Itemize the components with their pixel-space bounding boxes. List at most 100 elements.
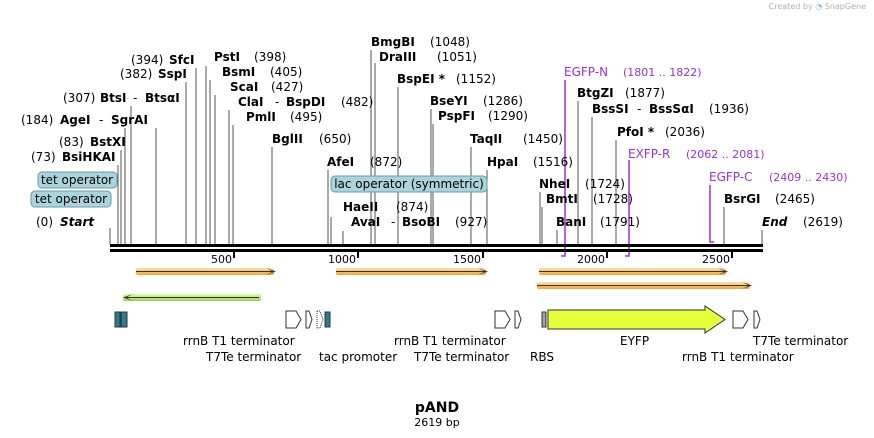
terminator-arrow-icon — [494, 310, 511, 329]
site-bstxi-pos: (83) — [59, 135, 84, 149]
site-pspfi: PspFI — [438, 109, 475, 123]
site-bseyi-pos: (1286) — [483, 94, 523, 108]
site-bglii: BglII — [272, 132, 303, 146]
site-bspei: BspEI * — [397, 72, 446, 86]
feature-label-t7te: T7Te terminator — [752, 334, 848, 348]
site-agei-dash: - — [99, 113, 103, 127]
site-afei: AfeI — [327, 155, 354, 169]
lac-operator-box — [330, 175, 488, 193]
site-end: End — [762, 215, 788, 229]
terminator-arrow-icon — [753, 310, 761, 329]
site-pmli-pos: (495) — [290, 110, 322, 124]
site-draiii: DraIII — [379, 50, 416, 64]
site-clai-pos: (482) — [341, 95, 373, 109]
terminator-arrow-icon — [732, 310, 749, 329]
site-btgzi: BtgZI — [577, 86, 614, 100]
site-avai-pos: (927) — [455, 215, 487, 229]
site-bspei-pos: (1152) — [456, 72, 496, 86]
site-bsssi-pos: (1936) — [709, 102, 749, 116]
site-sspi-pos: (382) — [120, 67, 152, 81]
site-bsobi: BsoBI — [402, 215, 440, 229]
site-end-pos: (2619) — [803, 215, 843, 229]
site-pspfi-pos: (1290) — [488, 109, 528, 123]
site-bmgbi: BmgBI — [371, 35, 415, 49]
primer-egfp-n-range: (1801 .. 1822) — [623, 66, 702, 79]
site-psti-pos: (398) — [254, 50, 286, 64]
watermark-brand: SnapGene — [824, 2, 866, 11]
feature-label-rrnb-t1: rrnB T1 terminator — [682, 350, 794, 364]
site-haeii: HaeII — [343, 200, 378, 214]
rbs-marker — [541, 311, 547, 328]
site-bani: BanI — [556, 215, 586, 229]
site-taqii: TaqII — [470, 132, 502, 146]
site-bsssai: BssSαI — [649, 102, 694, 116]
site-btsi: BtsI — [100, 91, 127, 105]
ruler-tick-label: 1000 — [328, 253, 356, 266]
watermark: Created by ◔ SnapGene — [769, 2, 866, 11]
site-bsssi: BssSI — [592, 102, 629, 116]
site-btsai: BtsαI — [145, 91, 180, 105]
terminator-arrow-icon — [285, 310, 302, 329]
operator-boxes: tet operator tet operator lac operator (… — [30, 171, 488, 208]
tet-operator-label: tet operator — [35, 192, 107, 206]
site-bsmi: BsmI — [222, 65, 255, 79]
feature-label-eyfp: EYFP — [620, 334, 649, 348]
site-taqii-pos: (1450) — [523, 132, 563, 146]
terminator-arrow-icon — [514, 310, 522, 329]
site-draiii-pos: (1051) — [437, 50, 477, 64]
lac-operator-label: lac operator (symmetric) — [334, 177, 484, 191]
watermark-prefix: Created by — [768, 2, 813, 11]
site-clai: ClaI — [238, 95, 263, 109]
tet-operator-label: tet operator — [41, 173, 113, 187]
site-bseyi: BseYI — [430, 94, 468, 108]
site-clai-dash: - — [275, 95, 279, 109]
site-bmti-pos: (1728) — [593, 192, 633, 206]
tet-operator-box — [37, 171, 118, 189]
site-btsi-pos: (307) — [63, 91, 95, 105]
primer-exfp-r-range: (2062 .. 2081) — [686, 148, 765, 161]
lac-operator-marker — [324, 311, 331, 328]
primer-brackets — [561, 80, 714, 257]
site-bsrgi-pos: (2465) — [775, 192, 815, 206]
feature-label-t7te: T7Te terminator — [413, 350, 509, 364]
tet-operator-box — [30, 190, 112, 208]
site-bsmi-pos: (405) — [270, 65, 302, 79]
feature-label-rrnb-t1: rrnB T1 terminator — [394, 334, 506, 348]
tet-operator-marker — [120, 311, 128, 328]
site-start-pos: (0) — [36, 215, 53, 229]
ruler: 500 1000 1500 2000 2500 — [211, 252, 733, 266]
site-bmgbi-pos: (1048) — [430, 35, 470, 49]
plasmid-size: 2619 bp — [414, 416, 459, 429]
backbone — [110, 244, 763, 252]
site-bsihkai-pos: (73) — [31, 150, 56, 164]
primer-egfp-n: EGFP-N — [564, 65, 608, 79]
site-bspdi: BspDI — [286, 95, 325, 109]
site-sspi: SspI — [158, 67, 187, 81]
site-agei: AgeI — [60, 113, 90, 127]
site-agei-pos: (184) — [21, 113, 53, 127]
site-pmli: PmlI — [246, 110, 276, 124]
snapgene-logo-icon: ◔ — [815, 2, 823, 11]
site-connector-lines — [109, 50, 763, 244]
feature-label-tac-promoter: tac promoter — [319, 350, 397, 364]
ruler-tick-label: 500 — [211, 253, 232, 266]
site-haeii-pos: (874) — [396, 200, 428, 214]
site-sfci-pos: (394) — [131, 53, 163, 67]
site-bsrgi: BsrGI — [724, 192, 761, 206]
site-avai-dash: - — [391, 215, 395, 229]
feature-glyphs — [114, 305, 761, 334]
ruler-tick-label: 2000 — [577, 253, 605, 266]
site-btgzi-pos: (1877) — [625, 86, 665, 100]
promoter-arrow-icon — [316, 310, 324, 329]
site-scai: ScaI — [230, 80, 258, 94]
eyfp-arrow — [547, 305, 726, 334]
site-pfoi: PfoI * — [617, 125, 655, 139]
site-bsssi-dash: - — [637, 102, 641, 116]
orf-arrows — [123, 268, 752, 301]
site-bsihkai: BsiHKAI — [62, 150, 116, 164]
terminator-arrow-icon — [305, 310, 313, 329]
feature-label-rbs: RBS — [530, 350, 554, 364]
primer-egfp-c-range: (2409 .. 2430) — [769, 171, 848, 184]
ruler-tick-label: 2500 — [702, 253, 730, 266]
